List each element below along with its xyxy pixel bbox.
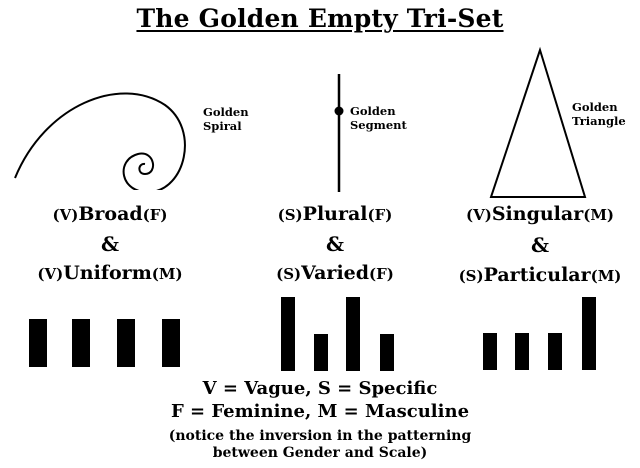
golden-spiral-figure: [14, 92, 186, 190]
golden-spiral-curve: [14, 92, 186, 190]
golden-triangle-shape: [489, 46, 587, 198]
col2-ampersand: &: [325, 232, 345, 256]
inversion-note: (notice the inversion in the patterning …: [168, 428, 472, 461]
col2-line1: (S)Plural(F): [277, 203, 393, 225]
golden-triangle-figure: [489, 46, 587, 198]
col1-line1: (V)Broad(F): [52, 203, 168, 225]
pattern-bar: [281, 297, 295, 371]
col3-line2: (S)Particular(M): [458, 264, 622, 286]
segment-label: Golden Segment: [350, 104, 407, 132]
golden-segment-figure: [334, 74, 344, 192]
spiral-label: Golden Spiral: [203, 105, 249, 133]
pattern-bar: [483, 333, 497, 370]
legend-gender: F = Feminine, M = Masculine: [170, 401, 470, 422]
pattern-bar: [548, 333, 562, 370]
segment-point: [334, 106, 344, 116]
col2-line2: (S)Varied(F): [276, 262, 394, 284]
pattern-bar: [582, 297, 596, 370]
triangle-label: Golden Triangle: [572, 100, 626, 128]
col3-ampersand: &: [530, 233, 550, 257]
pattern-bar: [346, 297, 360, 371]
pattern-bar: [380, 334, 394, 371]
pattern-bar: [314, 334, 328, 371]
col1-line2: (V)Uniform(M): [37, 262, 183, 284]
page-title: The Golden Empty Tri-Set: [136, 4, 504, 33]
pattern-bar: [29, 319, 47, 367]
pattern-bar: [515, 333, 529, 370]
col1-ampersand: &: [100, 232, 120, 256]
pattern-bar: [72, 319, 90, 367]
legend-scale: V = Vague, S = Specific: [202, 378, 438, 399]
pattern-bar: [162, 319, 180, 367]
col3-line1: (V)Singular(M): [465, 203, 615, 225]
pattern-bar: [117, 319, 135, 367]
